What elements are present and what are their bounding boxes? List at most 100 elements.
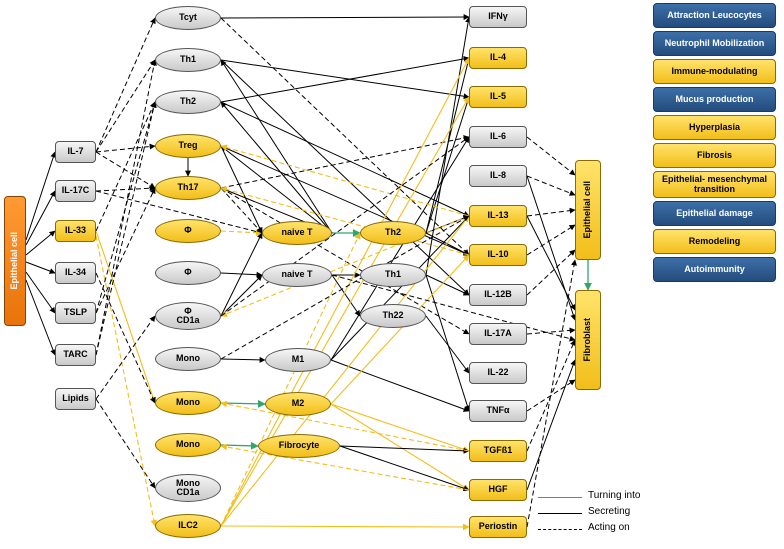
edge-8 [95, 143, 156, 153]
key-acting-line [538, 529, 582, 530]
tslp-box: TSLP [55, 302, 96, 324]
edge-5 [25, 279, 56, 356]
key-turning-line [538, 497, 582, 498]
il-22-box: IL-22 [469, 362, 527, 384]
il-13-box: IL-13 [469, 205, 527, 227]
edge-27 [220, 187, 263, 234]
fibroblast-target: Fibroblast [575, 290, 601, 390]
il-7-box: IL-7 [55, 141, 96, 163]
edge-0 [25, 151, 57, 241]
edge-70 [220, 186, 470, 256]
edge-68 [220, 232, 361, 527]
edge-53 [425, 274, 470, 296]
edge-45 [220, 17, 470, 256]
edge-71 [220, 215, 470, 317]
edge-11 [95, 190, 263, 235]
edge-75 [526, 207, 576, 217]
edge-62 [339, 445, 470, 454]
legend-hyperplasia: Hyperplasia [653, 115, 776, 140]
tgfb1-box: TGFß1 [469, 440, 527, 462]
edge-41 [220, 59, 470, 296]
edge-3 [25, 261, 56, 274]
il-17c-box: IL-17C [55, 180, 96, 202]
edge-78 [526, 136, 576, 176]
naive-t-yellow-node: naive T [262, 221, 332, 245]
il-5-box: IL-5 [469, 86, 527, 108]
edge-10 [95, 185, 156, 192]
edge-13 [95, 230, 157, 404]
m2-node: M2 [265, 392, 331, 416]
edge-25 [220, 232, 263, 317]
tnfa-box: TNFα [469, 400, 527, 422]
th1-top-node: Th1 [155, 48, 221, 72]
edge-84 [526, 175, 577, 321]
il-12b-box: IL-12B [469, 284, 527, 306]
edge-63 [339, 445, 470, 492]
fibrocyte-node: Fibrocyte [258, 434, 340, 458]
key-turning-label: Turning into [588, 490, 641, 501]
edge-2 [25, 230, 56, 256]
edge-83 [526, 259, 577, 528]
legend-mucus-production: Mucus production [653, 87, 776, 112]
th1-mid-node: Th1 [360, 263, 426, 287]
edge-34 [220, 145, 333, 234]
edge-55 [425, 315, 470, 374]
edge-52 [425, 16, 472, 276]
edge-49 [425, 96, 471, 234]
edge-21 [95, 398, 156, 489]
il-33-box: IL-33 [55, 220, 96, 242]
edge-73 [220, 443, 470, 491]
edge-65 [220, 215, 470, 527]
edge-58 [330, 136, 470, 361]
edge-16 [95, 101, 157, 314]
edge-31 [331, 274, 361, 317]
key-secreting-label: Secreting [588, 506, 631, 517]
edge-43 [220, 101, 470, 217]
edge-6 [95, 17, 156, 153]
edge-9 [95, 151, 156, 189]
periostin-box: Periostin [469, 516, 527, 538]
legend-attraction-leucocytes: Attraction Leucocytes [653, 3, 776, 28]
edge-44 [220, 145, 470, 256]
edge-81 [526, 359, 576, 491]
edge-18 [95, 59, 157, 356]
edge-69 [220, 144, 470, 217]
edge-66 [220, 96, 470, 527]
edge-40 [220, 59, 470, 100]
edge-77 [526, 249, 576, 296]
th2-top-node: Th2 [155, 90, 221, 114]
tarc-box: TARC [55, 344, 96, 366]
edge-56 [330, 359, 470, 412]
edge-60 [330, 403, 470, 491]
mono-yellow-node-2: Mono [155, 433, 221, 457]
il-10-box: IL-10 [469, 244, 527, 266]
th17-node: Th17 [155, 176, 221, 200]
edge-57 [330, 215, 470, 361]
tcyt-node: Tcyt [155, 6, 221, 30]
il-6-box: IL-6 [469, 126, 527, 148]
il-17a-box: IL-17A [469, 323, 527, 345]
edge-89 [331, 274, 576, 342]
legend-remodeling: Remodeling [653, 229, 776, 254]
legend-emt: Epithelial- mesenchymal transition [653, 171, 776, 198]
epithelial-cell-target: Epithelial cell [575, 160, 601, 260]
key-secreting-line [538, 513, 582, 514]
edge-39 [220, 14, 470, 21]
edge-61 [330, 254, 470, 405]
legend-neutrophil-mobilization: Neutrophil Mobilization [653, 31, 776, 56]
edge-87 [220, 136, 470, 317]
edge-4 [25, 271, 56, 314]
legend-immune-modulating: Immune-modulating [653, 59, 776, 84]
th2-mid-node: Th2 [360, 221, 426, 245]
th22-node: Th22 [360, 304, 426, 328]
il-8-box: IL-8 [469, 165, 527, 187]
edge-85 [526, 215, 576, 311]
edge-74 [526, 175, 576, 196]
edge-19 [95, 101, 157, 356]
naive-t-gray-node: naive T [262, 263, 332, 287]
edge-38 [220, 441, 259, 450]
edge-20 [95, 315, 156, 400]
edge-72 [220, 400, 470, 452]
